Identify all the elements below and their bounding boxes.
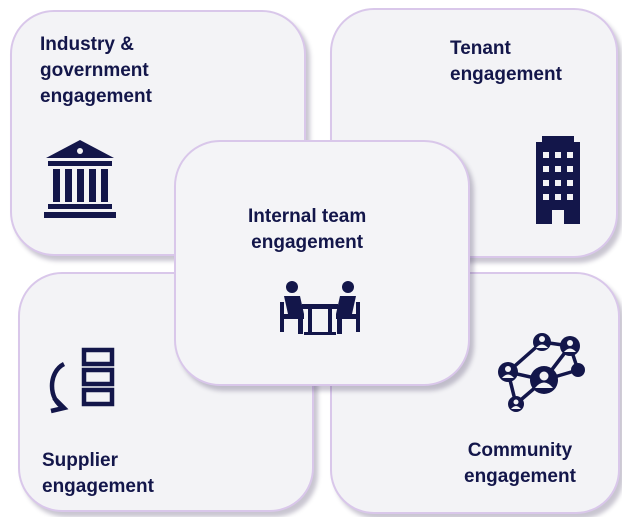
industry-government-label: Industry & government engagement bbox=[40, 34, 152, 107]
tenant-card: Tenant engagement bbox=[330, 8, 618, 258]
internal-team-label: Internal team engagement bbox=[248, 206, 367, 253]
tenant-label: Tenant engagement bbox=[450, 38, 562, 85]
internal-team-card: Internal team engagement bbox=[174, 140, 470, 386]
government-building-icon bbox=[44, 140, 116, 218]
team-meeting-icon bbox=[280, 281, 360, 335]
supply-list-icon bbox=[49, 347, 115, 414]
community-label: Community engagement bbox=[464, 440, 576, 487]
network-people-icon bbox=[498, 333, 585, 412]
supplier-label: Supplier engagement bbox=[42, 450, 154, 497]
industry-government-card: Industry & government engagement bbox=[10, 10, 306, 256]
supplier-card: Supplier engagement bbox=[18, 272, 314, 512]
office-tower-icon bbox=[536, 136, 580, 224]
